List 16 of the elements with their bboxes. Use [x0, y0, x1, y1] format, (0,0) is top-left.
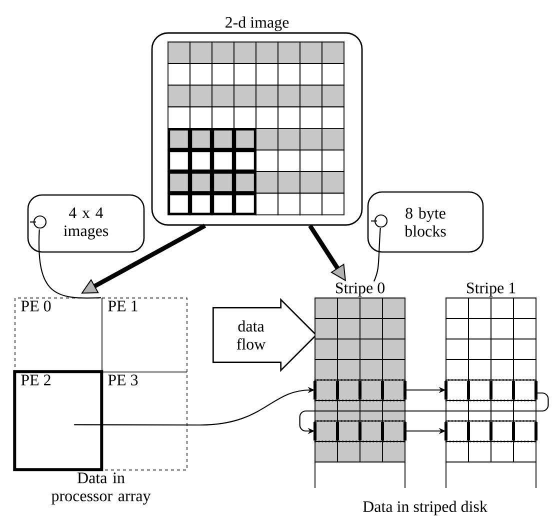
node-label: Stripe 1	[466, 282, 516, 297]
callout-box: 4 x 4 images	[27, 194, 145, 253]
processor-cell: PE 1	[108, 300, 138, 312]
block-arrow-connector	[81, 224, 206, 294]
callout-box: 8 byte blocks	[367, 191, 484, 253]
disk-stripe: Stripe 1	[444, 282, 538, 488]
image-box: 2-d image	[151, 16, 363, 226]
leader-line	[38, 229, 102, 299]
processor-cell: PE 3	[108, 374, 138, 386]
caption: Data in striped disk	[363, 500, 488, 516]
node-label: Data in processor array	[52, 472, 151, 505]
leader-line	[374, 228, 381, 282]
node-label: 2-d image	[226, 16, 289, 32]
processor-cell: PE 2	[13, 370, 104, 472]
processor-cell: PE 0	[21, 300, 51, 312]
node-label: Stripe 0	[336, 282, 385, 297]
